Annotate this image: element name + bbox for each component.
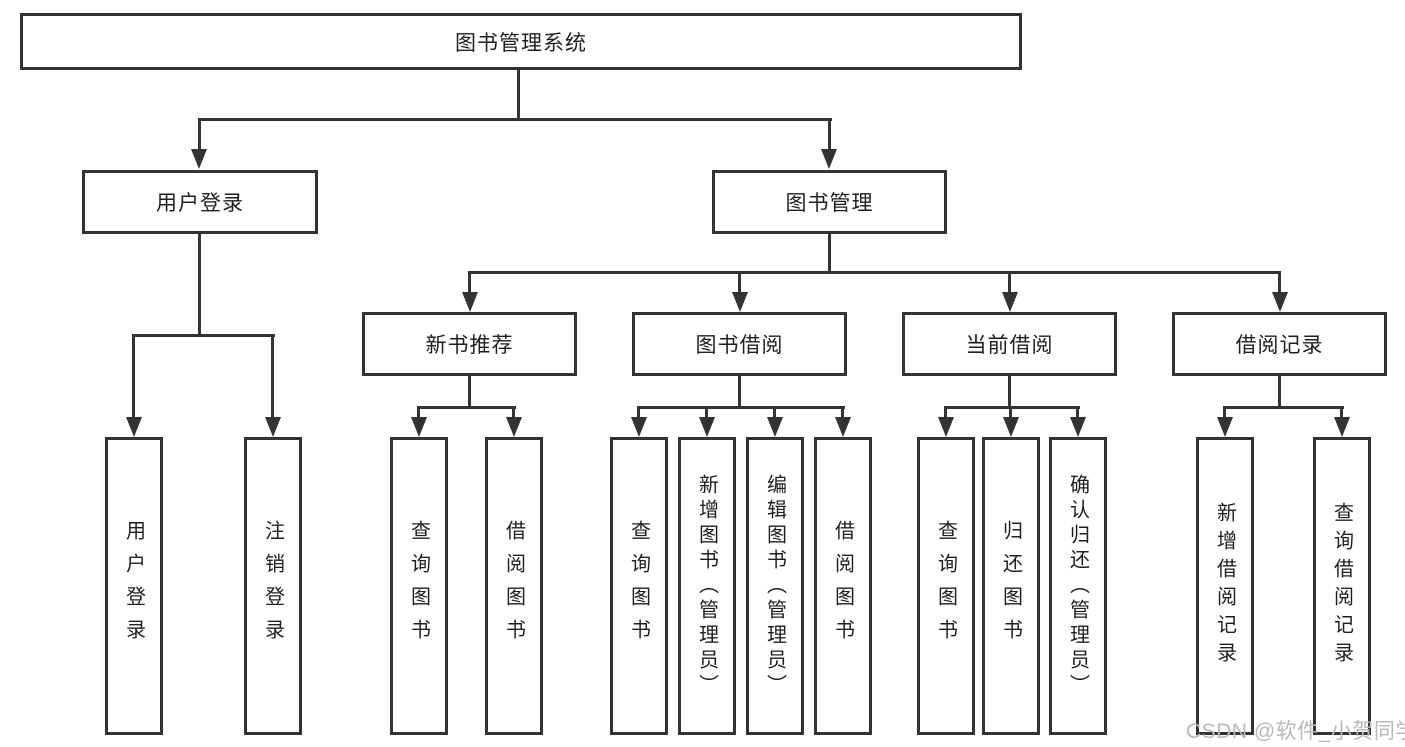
node-book-borrow: 图书借阅 bbox=[632, 312, 847, 376]
arrow-down-icon bbox=[1002, 292, 1018, 312]
arrow-down-icon bbox=[732, 292, 748, 312]
edge-line bbox=[198, 118, 201, 152]
edge-line bbox=[773, 406, 776, 420]
edge-line bbox=[517, 70, 520, 121]
leaf-query-books-recommend: 查询图书 bbox=[390, 437, 448, 735]
edge-line bbox=[1223, 406, 1344, 409]
leaf-user-login: 用户登录 bbox=[105, 437, 163, 735]
leaf-query-borrow-record: 查询借阅记录 bbox=[1313, 437, 1371, 735]
leaf-return-books: 归还图书 bbox=[982, 437, 1040, 735]
edge-line bbox=[738, 376, 741, 409]
edge-line bbox=[1278, 271, 1281, 295]
edge-line bbox=[1008, 376, 1011, 409]
edge-line bbox=[828, 234, 831, 274]
edge-line bbox=[1278, 376, 1281, 409]
arrow-down-icon bbox=[938, 417, 954, 437]
leaf-query-books-current: 查询图书 bbox=[917, 437, 975, 735]
leaf-borrow-books: 借阅图书 bbox=[814, 437, 872, 735]
edge-line bbox=[705, 406, 708, 420]
node-user-login: 用户登录 bbox=[82, 170, 318, 234]
node-current-borrow: 当前借阅 bbox=[902, 312, 1117, 376]
arrow-down-icon bbox=[1003, 417, 1019, 437]
leaf-edit-books-admin: 编辑图书（管理员） bbox=[746, 437, 804, 735]
edge-line bbox=[417, 406, 420, 420]
arrow-down-icon bbox=[265, 417, 281, 437]
arrow-down-icon bbox=[1217, 417, 1233, 437]
arrow-down-icon bbox=[462, 292, 478, 312]
arrow-down-icon bbox=[835, 417, 851, 437]
edge-line bbox=[637, 406, 845, 409]
edge-line bbox=[132, 334, 135, 420]
arrow-down-icon bbox=[506, 417, 522, 437]
arrow-down-icon bbox=[699, 417, 715, 437]
arrow-down-icon bbox=[631, 417, 647, 437]
arrow-down-icon bbox=[1070, 417, 1086, 437]
arrow-down-icon bbox=[411, 417, 427, 437]
leaf-logout-login: 注销登录 bbox=[244, 437, 302, 735]
edge-line bbox=[944, 406, 1080, 409]
leaf-add-books-admin: 新增图书（管理员） bbox=[678, 437, 736, 735]
edge-line bbox=[512, 406, 515, 420]
leaf-borrow-books-recommend: 借阅图书 bbox=[485, 437, 543, 735]
edge-line bbox=[828, 118, 831, 152]
edge-line bbox=[1076, 406, 1079, 420]
edge-line bbox=[841, 406, 844, 420]
leaf-query-books-borrow: 查询图书 bbox=[610, 437, 668, 735]
arrow-down-icon bbox=[1272, 292, 1288, 312]
edge-line bbox=[271, 334, 274, 420]
edge-line bbox=[468, 376, 471, 409]
leaf-confirm-return-admin: 确认归还（管理员） bbox=[1049, 437, 1107, 735]
edge-line bbox=[637, 406, 640, 420]
csdn-watermark: CSDN @软件_小贺同学 bbox=[1186, 720, 1405, 743]
edge-line bbox=[1008, 271, 1011, 295]
node-book-management: 图书管理 bbox=[712, 170, 947, 234]
node-new-book-recommend: 新书推荐 bbox=[362, 312, 577, 376]
node-borrow-records: 借阅记录 bbox=[1172, 312, 1387, 376]
arrow-down-icon bbox=[1334, 417, 1350, 437]
edge-line bbox=[198, 118, 832, 121]
edge-line bbox=[1009, 406, 1012, 420]
edge-line bbox=[468, 271, 1281, 274]
edge-line bbox=[1223, 406, 1226, 420]
edge-line bbox=[1340, 406, 1343, 420]
leaf-add-borrow-record: 新增借阅记录 bbox=[1196, 437, 1254, 735]
edge-line bbox=[468, 271, 471, 295]
arrow-down-icon bbox=[767, 417, 783, 437]
edge-line bbox=[738, 271, 741, 295]
edge-line bbox=[132, 334, 275, 337]
edge-line bbox=[198, 234, 201, 336]
arrow-down-icon bbox=[821, 149, 837, 169]
arrow-down-icon bbox=[126, 417, 142, 437]
edge-line bbox=[944, 406, 947, 420]
edge-line bbox=[417, 406, 516, 409]
arrow-down-icon bbox=[191, 149, 207, 169]
node-root-library-system: 图书管理系统 bbox=[20, 13, 1022, 70]
